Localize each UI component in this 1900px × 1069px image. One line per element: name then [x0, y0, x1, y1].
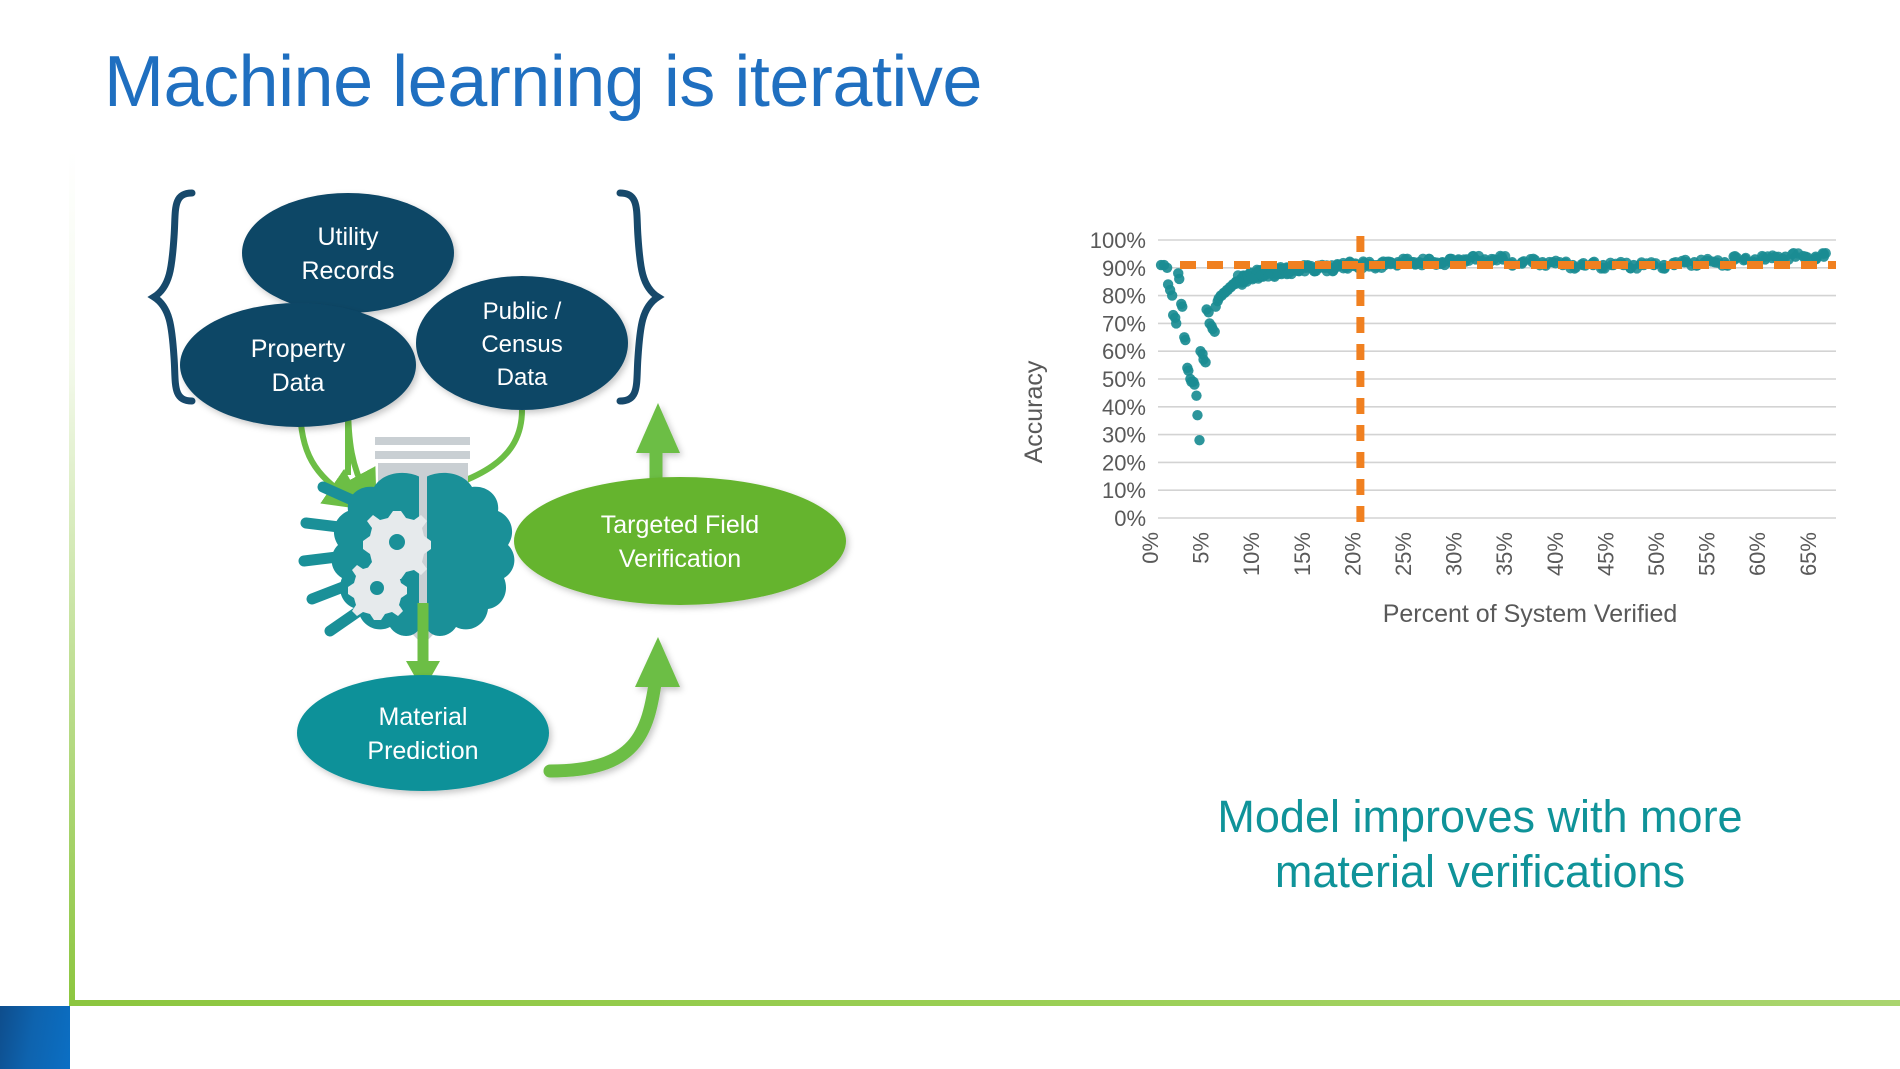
chart-x-tick: 65%	[1796, 532, 1821, 576]
chart-x-tick: 10%	[1239, 532, 1264, 576]
chart-x-axis-ticklabels: 0% 5% 10% 15% 20% 25% 30% 35% 40% 45% 50% 55% 60% 65%	[1138, 532, 1821, 576]
chart-x-tick: 45%	[1593, 532, 1618, 576]
spark-lines-icon	[298, 481, 362, 637]
node-label-line: Public /	[483, 298, 562, 325]
caption-line-1: Model improves with more	[1217, 791, 1743, 842]
chart-y-axis-ticklabels: 0% 10% 20%30% 40% 50% 60% 70%80% 90% 100%	[1090, 228, 1146, 531]
node-label-line: Verification	[619, 545, 741, 573]
chart-y-tick: 90%	[1102, 256, 1146, 281]
chart-y-tick: 40%	[1102, 395, 1146, 420]
brain-icon	[331, 472, 515, 636]
node-label-line: Targeted Field	[601, 511, 759, 539]
chart-y-tick: 70%	[1102, 311, 1146, 336]
node-targeted-field-verification[interactable]: Targeted Field Verification	[514, 477, 846, 605]
chart-x-tick: 0%	[1138, 532, 1163, 564]
node-label-line: Prediction	[367, 737, 478, 765]
node-label-line: Census	[481, 331, 562, 358]
input-group-bracket-right	[616, 189, 665, 405]
chart-y-tick: 100%	[1090, 228, 1146, 253]
accuracy-scatter-chart: 0%10%20%30%40%50%60%70%80%90%100% 0%5%10…	[1020, 222, 1900, 642]
node-label-line: Material	[379, 703, 468, 731]
chart-y-tick: 10%	[1102, 478, 1146, 503]
input-group-bracket-left	[147, 189, 196, 405]
chart-y-tick: 80%	[1102, 284, 1146, 309]
chart-y-tick: 0%	[1114, 506, 1146, 531]
chart-y-tick: 60%	[1102, 339, 1146, 364]
node-label-line: Data	[497, 364, 548, 391]
chart-y-axis-title: Accuracy	[1020, 360, 1048, 463]
chart-x-tick: 60%	[1745, 532, 1770, 576]
chart-x-tick: 25%	[1391, 532, 1416, 576]
chart-x-tick: 20%	[1340, 532, 1365, 576]
caption-line-2: material verifications	[1274, 845, 1686, 897]
chart-gridlines	[1158, 239, 1836, 519]
gear-icon	[348, 561, 407, 620]
chart-data-points	[1155, 248, 1831, 446]
chart-y-tick: 50%	[1102, 367, 1146, 392]
page-title: Machine learning is iterative	[104, 42, 982, 122]
feedback-arrow-prediction-to-verification	[543, 637, 680, 778]
chart-x-tick: 15%	[1290, 532, 1315, 576]
chart-x-axis-title: Percent of System Verified	[1383, 600, 1678, 628]
chart-x-tick: 55%	[1695, 532, 1720, 576]
node-label-line: Records	[301, 257, 394, 285]
chart-x-tick: 5%	[1189, 532, 1214, 564]
chart-x-tick: 40%	[1543, 532, 1568, 576]
accent-vertical-line	[69, 150, 75, 1005]
node-public-census-data[interactable]: Public / Census Data	[416, 276, 628, 410]
corner-block-decoration	[0, 1006, 70, 1069]
machine-learning-loop-diagram: Utility Records Property Data Public / C…	[120, 175, 920, 825]
node-label-line: Property	[251, 335, 346, 363]
node-utility-records[interactable]: Utility Records	[242, 193, 454, 313]
chart-y-tick: 20%	[1102, 450, 1146, 475]
chart-y-tick: 30%	[1102, 423, 1146, 448]
chart-x-tick: 30%	[1442, 532, 1467, 576]
chart-caption: Model improves with more material verifi…	[1100, 790, 1860, 900]
accent-horizontal-line	[69, 1000, 1900, 1006]
node-material-prediction[interactable]: Material Prediction	[297, 675, 549, 791]
chart-x-tick: 35%	[1492, 532, 1517, 576]
chart-reference-lines	[1180, 236, 1836, 526]
chart-x-tick: 50%	[1644, 532, 1669, 576]
node-property-data[interactable]: Property Data	[180, 303, 416, 427]
node-label-line: Data	[272, 369, 325, 397]
node-label-line: Utility	[317, 223, 379, 251]
